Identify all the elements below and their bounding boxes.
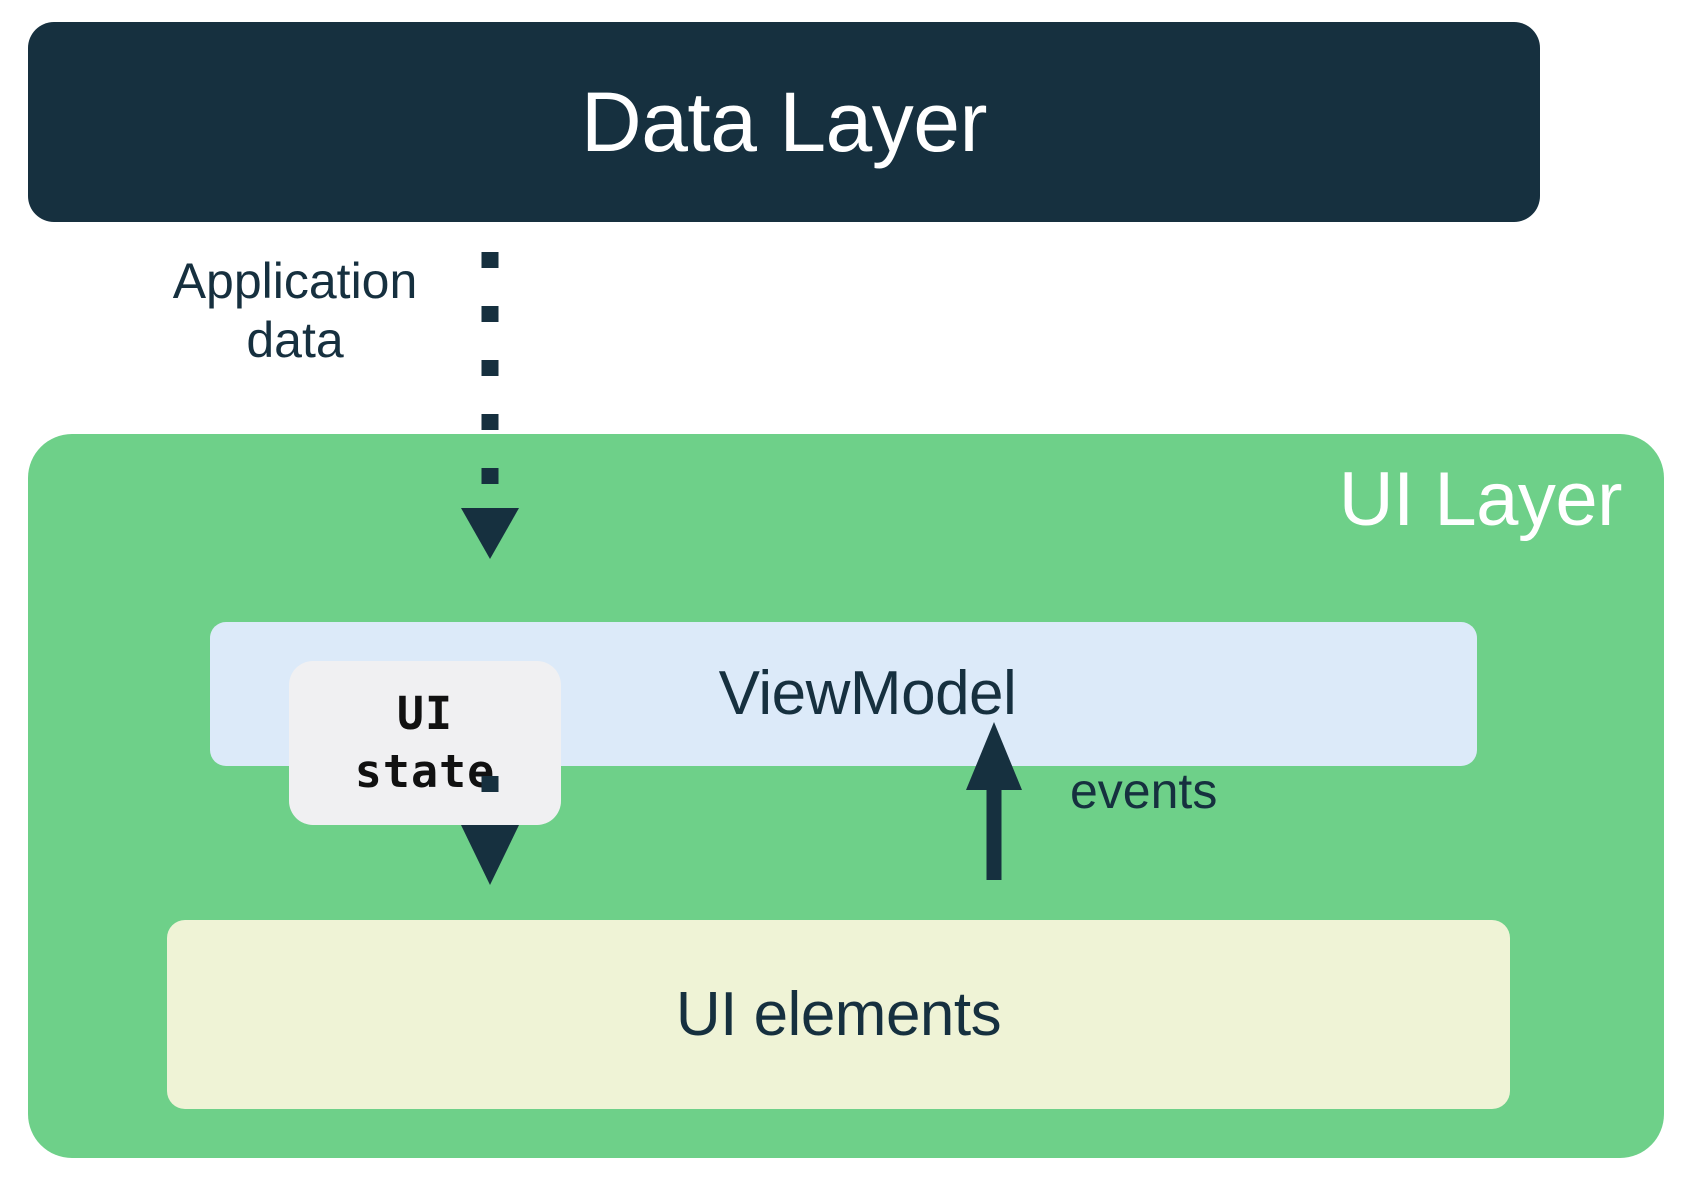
- data-layer-box: Data Layer: [28, 22, 1540, 222]
- ui-state-label-line1: UI: [396, 687, 454, 741]
- ui-elements-box: UI elements: [167, 920, 1510, 1109]
- ui-state-box: UI state: [289, 661, 561, 825]
- application-data-label-line1: Application: [172, 253, 418, 309]
- ui-state-label-line2: state: [354, 745, 496, 798]
- data-layer-title: Data Layer: [581, 75, 987, 169]
- application-data-label: Application data: [130, 252, 460, 370]
- ui-layer-title: UI Layer: [1338, 457, 1623, 542]
- viewmodel-label: ViewModel: [718, 659, 1017, 728]
- ui-elements-label: UI elements: [675, 979, 1002, 1049]
- events-label: events: [1070, 763, 1218, 819]
- application-data-label-line2: data: [246, 312, 344, 368]
